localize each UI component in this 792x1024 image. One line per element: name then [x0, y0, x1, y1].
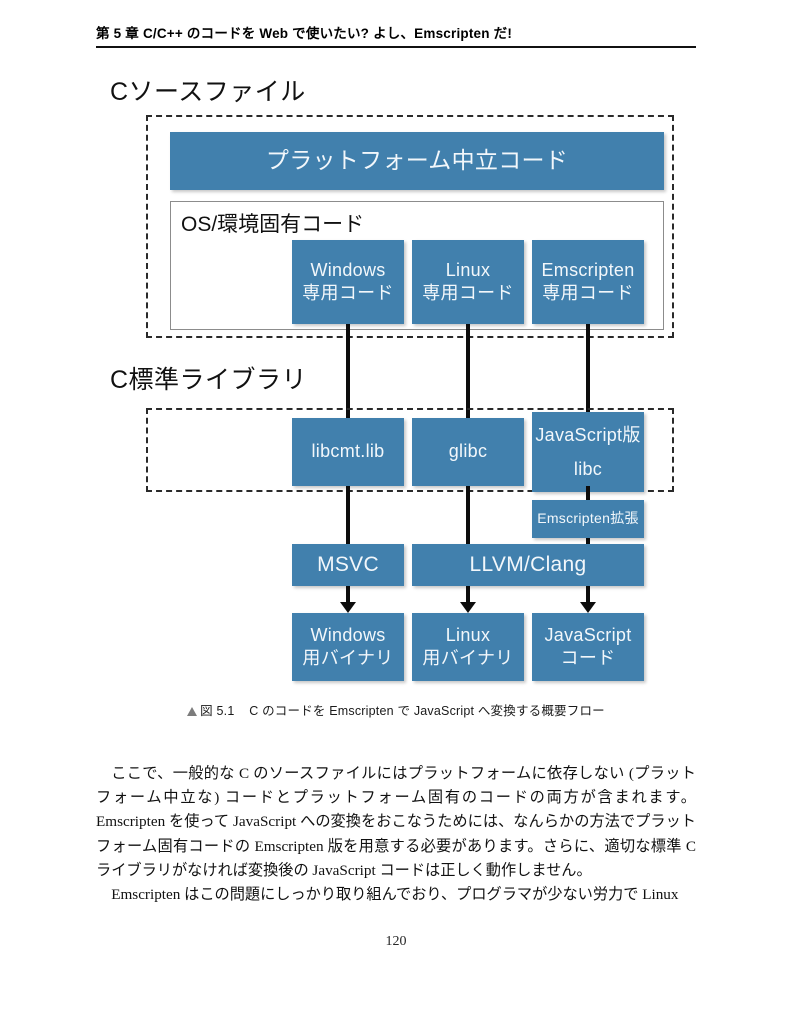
box-javascript-code-line2: コード	[560, 648, 616, 668]
running-head: 第 5 章 C/C++ のコードを Web で使いたい? よし、Emscript…	[96, 26, 513, 41]
arrow-llvm-to-linux-binary	[460, 602, 476, 613]
figure-caption: 図 5.1 C のコードを Emscripten で JavaScript へ変…	[0, 700, 792, 719]
box-emscripten-extension: Emscripten拡張	[532, 500, 644, 538]
box-javascript-code: JavaScript コード	[532, 613, 644, 681]
box-libcmt-lib: libcmt.lib	[292, 418, 404, 486]
label-os-specific-code: OS/環境固有コード	[181, 213, 365, 236]
label-c-source-file: Cソースファイル	[110, 78, 306, 106]
arrow-msvc-to-windows-binary	[340, 602, 356, 613]
box-libcmt-lib-label: libcmt.lib	[311, 441, 385, 462]
figure-caption-text: C のコードを Emscripten で JavaScript へ変換する概要フ…	[249, 704, 605, 718]
box-windows-specific-code-line2: 専用コード	[302, 283, 394, 303]
box-linux-binary: Linux 用バイナリ	[412, 613, 524, 681]
connector-emscripten-ext-to-llvm	[586, 538, 590, 548]
body-paragraph-1: ここで、一般的な C のソースファイルにはプラットフォームに依存しない (プラッ…	[96, 765, 696, 879]
connector-emscripten-to-jslibc	[586, 324, 590, 484]
group-c-standard-library	[146, 408, 674, 492]
box-javascript-code-line1: JavaScript	[544, 624, 632, 645]
figure-caption-gap	[234, 704, 249, 718]
caption-triangle-icon	[187, 707, 198, 716]
box-javascript-libc-line1: JavaScript版	[535, 424, 641, 445]
box-windows-binary: Windows 用バイナリ	[292, 613, 404, 681]
box-emscripten-extension-label: Emscripten拡張	[537, 510, 639, 527]
page-number: 120	[385, 934, 407, 949]
connector-linux-to-glibc	[466, 324, 470, 484]
box-windows-binary-line2: 用バイナリ	[302, 648, 394, 668]
arrow-llvm-to-javascript-code	[580, 602, 596, 613]
box-windows-specific-code-line1: Windows	[310, 259, 386, 280]
box-emscripten-specific-code-line2: 専用コード	[542, 283, 634, 303]
box-platform-neutral-code: プラットフォーム中立コード	[170, 132, 664, 190]
box-javascript-libc-line2: libc	[573, 459, 603, 479]
box-linux-binary-line1: Linux	[445, 624, 491, 645]
box-llvm-clang: LLVM/Clang	[412, 544, 644, 586]
connector-windows-to-libcmt	[346, 324, 350, 484]
box-glibc-label: glibc	[448, 441, 488, 462]
body-paragraph-2: Emscripten はこの問題にしっかり取り組んでおり、プログラマが少ない労力…	[111, 886, 679, 904]
connector-glibc-to-llvm	[466, 486, 470, 544]
box-windows-binary-line1: Windows	[310, 624, 386, 645]
box-windows-specific-code: Windows 専用コード	[292, 240, 404, 324]
connector-libcmt-to-msvc	[346, 486, 350, 544]
header-rule	[96, 46, 696, 48]
figure-5-1: Cソースファイル プラットフォーム中立コード OS/環境固有コード Window…	[0, 60, 792, 725]
box-linux-specific-code: Linux 専用コード	[412, 240, 524, 324]
label-c-standard-library: C標準ライブラリ	[110, 366, 308, 394]
box-platform-neutral-code-label: プラットフォーム中立コード	[265, 147, 569, 174]
box-linux-specific-code-line2: 専用コード	[422, 283, 514, 303]
box-linux-specific-code-line1: Linux	[445, 259, 491, 280]
connector-msvc-to-windows-binary	[346, 586, 350, 604]
box-linux-binary-line2: 用バイナリ	[422, 648, 514, 668]
connector-llvm-to-javascript-code	[586, 586, 590, 604]
body-copy: ここで、一般的な C のソースファイルにはプラットフォームに依存しない (プラッ…	[96, 762, 696, 907]
box-msvc-label: MSVC	[317, 552, 379, 576]
box-javascript-libc: JavaScript版 libc	[532, 412, 644, 492]
box-llvm-clang-label: LLVM/Clang	[469, 552, 587, 576]
box-glibc: glibc	[412, 418, 524, 486]
box-emscripten-specific-code-line1: Emscripten	[541, 259, 635, 280]
figure-caption-marker: 図 5.1	[200, 704, 235, 718]
box-emscripten-specific-code: Emscripten 専用コード	[532, 240, 644, 324]
box-msvc: MSVC	[292, 544, 404, 586]
connector-jslibc-to-emscripten-ext	[586, 486, 590, 500]
group-c-source-file	[146, 115, 674, 338]
connector-llvm-to-linux-binary	[466, 586, 470, 604]
